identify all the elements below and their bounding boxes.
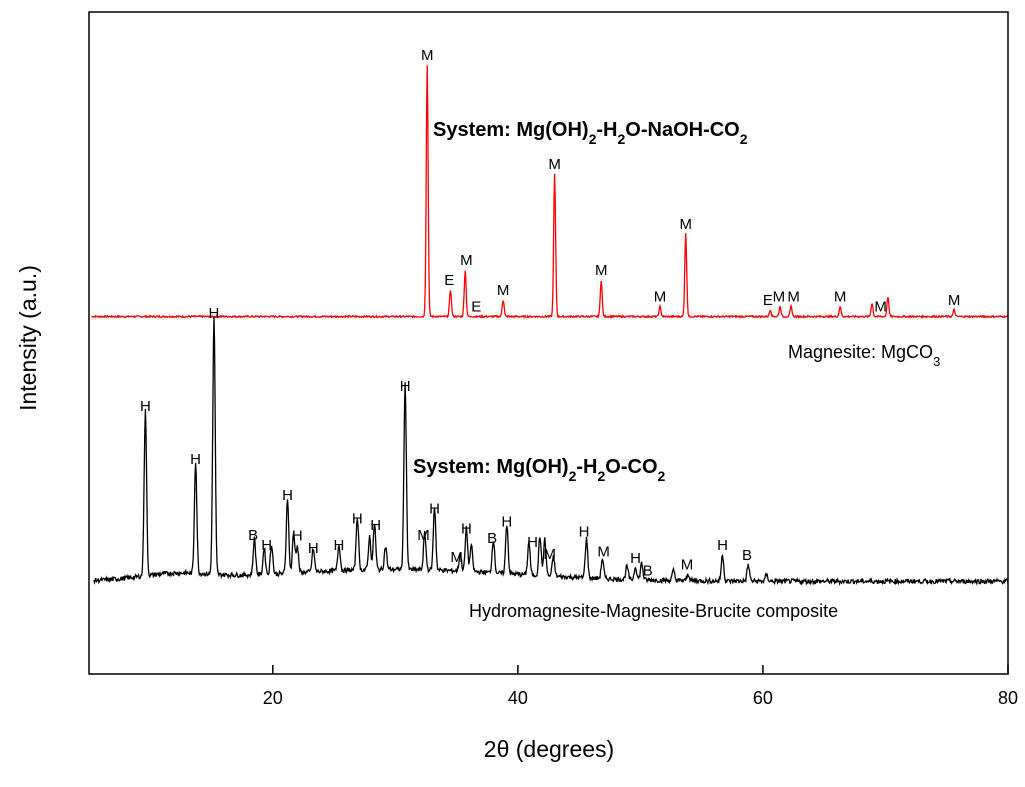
h2o-co2-system-label: System: Mg(OH)2-H2O-CO2 <box>413 456 666 484</box>
peak-label: M <box>497 282 510 299</box>
peak-label: B <box>742 547 752 564</box>
peak-label: H <box>501 514 512 531</box>
peak-label: H <box>461 520 472 537</box>
naoh-system-label: System: Mg(OH)2-H2O-NaOH-CO2 <box>433 119 748 147</box>
x-tick-label: 80 <box>998 688 1018 708</box>
composite-series-line <box>93 316 1009 587</box>
label-part: System: Mg(OH) <box>433 119 589 141</box>
label-part: -H <box>576 456 597 478</box>
peak-label: H <box>190 451 201 468</box>
plot-layer <box>91 65 1009 587</box>
peak-label: M <box>460 252 473 269</box>
peak-label: M <box>450 549 463 566</box>
peak-label: H <box>717 537 728 554</box>
subscript: 2 <box>617 131 625 147</box>
label-part: Magnesite: MgCO <box>788 342 933 362</box>
peak-label: H <box>370 517 381 534</box>
y-axis-title: Intensity (a.u.) <box>15 265 41 411</box>
x-tick-label: 40 <box>508 688 528 708</box>
subscript: 2 <box>597 468 605 484</box>
peak-label: H <box>527 534 538 551</box>
subscript: 2 <box>569 468 577 484</box>
x-axis-title: 2θ (degrees) <box>484 736 614 762</box>
subscript: 2 <box>740 131 748 147</box>
peak-label: B <box>248 527 258 544</box>
peak-label: E <box>471 299 481 316</box>
peak-label: M <box>948 292 961 309</box>
peak-label: H <box>292 527 303 544</box>
peak-label: E <box>444 272 454 289</box>
magnesite-series-label: Magnesite: MgCO3 <box>788 342 940 369</box>
tick-layer: 20 40 60 80 <box>263 665 1018 708</box>
peak-label: H <box>579 524 590 541</box>
peak-label: H <box>308 540 319 557</box>
peak-label: M <box>874 299 887 316</box>
label-part: O-CO <box>605 456 657 478</box>
peak-label: M <box>543 546 556 563</box>
plot-frame <box>88 11 1009 675</box>
peak-label: M <box>681 557 694 574</box>
x-tick-label: 20 <box>263 688 283 708</box>
peak-label: B <box>487 530 497 547</box>
peak-label: H <box>352 510 363 527</box>
peak-label: M <box>417 527 430 544</box>
peak-label: M <box>421 47 434 64</box>
peak-label: H <box>140 398 151 415</box>
peak-label: M <box>773 289 786 306</box>
peak-label: M <box>595 262 608 279</box>
peak-label: M <box>654 289 667 306</box>
composite-series-label: Hydromagnesite-Magnesite-Brucite composi… <box>469 601 838 621</box>
label-part: O-NaOH-CO <box>625 119 739 141</box>
label-part: -H <box>596 119 617 141</box>
subscript: 2 <box>589 131 597 147</box>
subscript: 3 <box>933 354 940 369</box>
peak-label: M <box>787 289 800 306</box>
peak-label: H <box>400 378 411 395</box>
subscript: 2 <box>658 468 666 484</box>
peak-label: H <box>261 537 272 554</box>
peak-label: H <box>630 550 641 567</box>
peak-label: H <box>282 487 293 504</box>
peak-label: M <box>834 289 847 306</box>
peak-label: E <box>763 292 773 309</box>
peak-label: B <box>643 563 653 580</box>
magnesite-series-line <box>91 65 1009 319</box>
peak-label: M <box>548 156 561 173</box>
peak-label: M <box>597 543 610 560</box>
peak-label: H <box>429 500 440 517</box>
peak-label: H <box>209 305 220 322</box>
peak-label: M <box>679 216 692 233</box>
peak-label: H <box>334 537 345 554</box>
x-tick-label: 60 <box>753 688 773 708</box>
label-part: System: Mg(OH) <box>413 456 569 478</box>
